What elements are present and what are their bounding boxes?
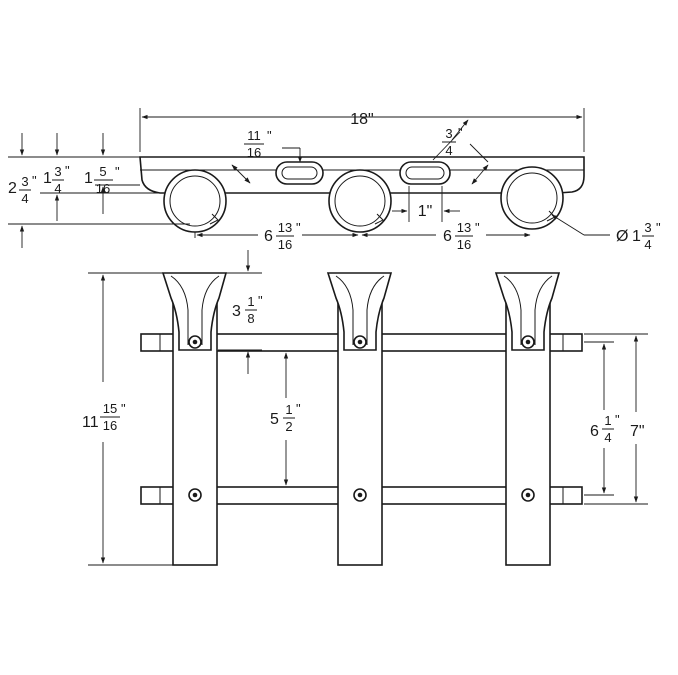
slot-width-numerator: 11 [247, 128, 261, 143]
front-view: 11 15 16 " 3 1 8 " 5 1 2 " 6 1 4 " [82, 250, 648, 566]
mid-denominator: 4 [54, 181, 61, 196]
bolt-spacing-denominator: 4 [604, 430, 611, 445]
mid-whole: 1 [43, 170, 52, 187]
spacing-right-unit: " [475, 220, 480, 235]
tube-holder-2 [328, 169, 392, 233]
top-offset-denominator: 8 [247, 311, 254, 326]
rail-spacing-unit: " [296, 401, 301, 416]
height-whole: 2 [8, 180, 17, 197]
overall-height-numerator: 15 [103, 401, 117, 416]
mid-unit: " [65, 163, 70, 178]
height-numerator: 3 [21, 174, 28, 189]
overall-height-denominator: 16 [103, 418, 117, 433]
mid-numerator: 3 [54, 164, 61, 179]
slot-angle-right-arrow [471, 164, 489, 185]
spacing-left-numerator: 13 [278, 220, 292, 235]
spacing-right-denominator: 16 [457, 237, 471, 252]
flange-denominator: 16 [96, 181, 110, 196]
spacing-right-numerator: 13 [457, 220, 471, 235]
tube-holder-3 [500, 166, 564, 230]
tube-holder-1 [163, 169, 227, 233]
spacing-left-denominator: 16 [278, 237, 292, 252]
tube-diameter-whole: 1 [632, 228, 641, 245]
rail-length-label: 7" [630, 423, 645, 440]
flange-unit: " [115, 164, 120, 179]
top-offset-numerator: 1 [247, 294, 254, 309]
slot-angle-unit: " [458, 125, 463, 140]
rail-spacing-numerator: 1 [285, 402, 292, 417]
top-offset-whole: 3 [232, 303, 241, 320]
rod-tube-1 [161, 272, 228, 566]
tube-diameter-numerator: 3 [644, 220, 651, 235]
rail-spacing-whole: 5 [270, 411, 279, 428]
tube-diameter-denominator: 4 [644, 237, 651, 252]
top-view: 18" 11 16 " 3 4 " 2 3 4 " 1 3 [8, 108, 661, 252]
flange-numerator: 5 [99, 164, 106, 179]
top-offset-unit: " [258, 293, 263, 308]
overall-height-whole: 11 [82, 414, 99, 431]
height-unit: " [32, 173, 37, 188]
bolt-spacing-whole: 6 [590, 423, 599, 440]
spacing-left-unit: " [296, 220, 301, 235]
mounting-slot-left [275, 161, 324, 185]
top-length-label: 18" [350, 111, 373, 128]
rod-tube-3 [494, 272, 561, 566]
spacing-left-whole: 6 [264, 228, 273, 245]
rod-tube-2 [326, 272, 393, 566]
slot-angle-denominator: 4 [445, 143, 452, 158]
overall-height-unit: " [121, 401, 126, 416]
slot-width-denominator: 16 [247, 145, 261, 160]
height-denominator: 4 [21, 191, 28, 206]
rail-spacing-denominator: 2 [285, 419, 292, 434]
spacing-right-whole: 6 [443, 228, 452, 245]
flange-whole: 1 [84, 170, 93, 187]
tube-diameter-symbol: Ø [616, 228, 628, 245]
bolt-spacing-unit: " [615, 412, 620, 427]
slot-gap-label: 1" [418, 203, 433, 220]
tube-diameter-unit: " [656, 220, 661, 235]
slot-angle-left-arrow [231, 164, 251, 184]
slot-width-unit: " [267, 128, 272, 143]
slot-angle-numerator: 3 [445, 126, 452, 141]
bolt-spacing-numerator: 1 [604, 413, 611, 428]
mounting-slot-right [399, 161, 451, 185]
